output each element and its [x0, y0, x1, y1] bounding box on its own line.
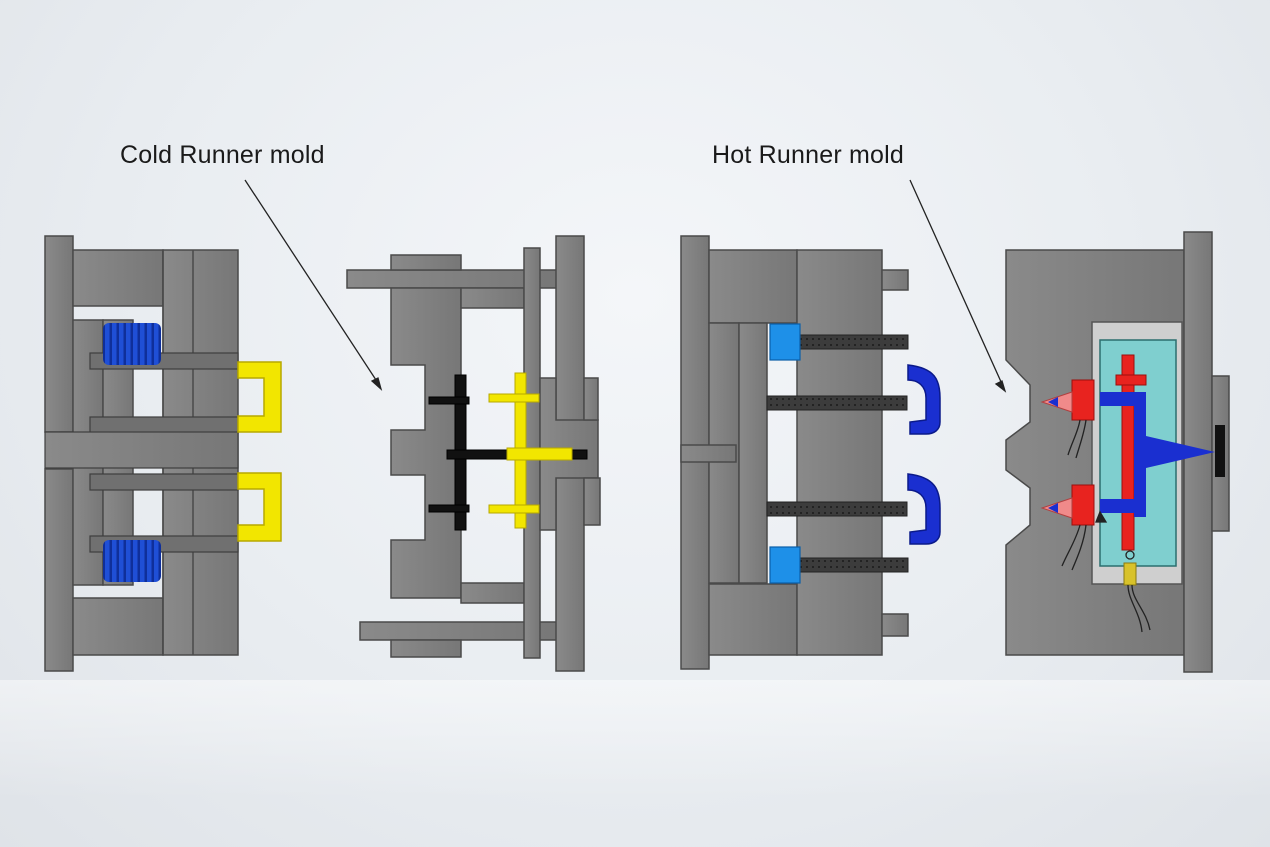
return-spring-top — [103, 323, 161, 365]
molded-part-top — [237, 361, 282, 433]
sprue-bushing-channel — [1146, 436, 1215, 468]
cold-runner-mold-label: Cold Runner mold — [120, 141, 325, 169]
guide-bushing-bottom — [769, 546, 801, 584]
hot-runner-molded-parts — [907, 364, 941, 545]
cold-runner-molded-parts — [237, 361, 282, 542]
hot-runner-leader-arrow — [909, 179, 1007, 393]
hot-runner-heater-wires — [1061, 419, 1108, 571]
hot-runner-ejector-pins — [766, 334, 909, 573]
thermocouple-connector — [1123, 562, 1137, 586]
hot-runner-nozzle-tips — [1040, 391, 1073, 519]
hot-runner-mold-label: Hot Runner mold — [712, 141, 904, 169]
hot-runner-moving-half — [680, 235, 909, 670]
molded-part-bottom — [907, 473, 941, 545]
cold-runner-leader-arrow — [244, 179, 383, 391]
floor-reflection — [0, 680, 1270, 800]
cold-runner-yellow-runner — [488, 372, 573, 529]
hot-runner-guide-bushings — [769, 323, 801, 584]
return-spring-bottom — [103, 540, 161, 582]
hot-runner-melt-channels — [1100, 392, 1225, 517]
hot-runner-thermocouple — [1123, 550, 1151, 633]
cold-runner-return-springs — [103, 323, 161, 582]
molded-part-bottom — [237, 472, 282, 542]
guide-bushing-top — [769, 323, 801, 361]
molded-part-top — [907, 364, 941, 435]
